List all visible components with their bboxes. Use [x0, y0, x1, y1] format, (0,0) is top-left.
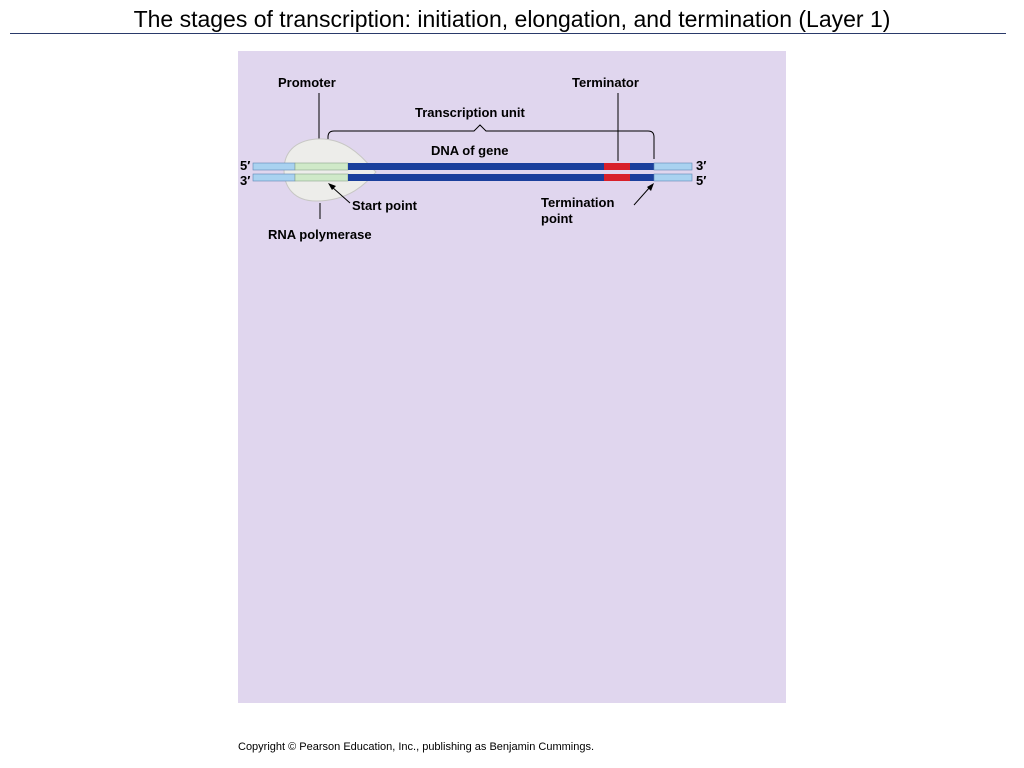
dna-top-strand — [252, 162, 693, 171]
top-promoter-region — [294, 162, 349, 171]
dna-of-gene-label: DNA of gene — [431, 143, 509, 158]
promoter-label: Promoter — [278, 75, 336, 90]
bottom-left-end-label: 3′ — [240, 173, 250, 188]
bottom-promoter-region — [294, 173, 349, 182]
bottom-gene-tail — [630, 174, 654, 181]
top-gene-tail — [630, 163, 654, 170]
rna-polymerase-label: RNA polymerase — [268, 227, 372, 242]
bottom-right-end-label: 5′ — [696, 173, 706, 188]
termination-point-label-line1: Termination — [541, 195, 614, 210]
top-flank-right — [653, 162, 693, 171]
start-point-arrowhead — [328, 183, 336, 190]
slide-title: The stages of transcription: initiation,… — [133, 6, 891, 32]
transcription-unit-label: Transcription unit — [415, 105, 525, 120]
dna-bottom-strand — [252, 173, 693, 182]
top-gene-region — [348, 163, 604, 170]
bottom-flank-right — [653, 173, 693, 182]
termination-point-arrowhead — [647, 183, 654, 191]
termination-point-label-line2: point — [541, 211, 573, 226]
bottom-flank-left — [252, 173, 296, 182]
top-terminator-region — [604, 163, 630, 170]
transcription-diagram: Promoter Terminator Transcription unit D… — [238, 51, 786, 703]
top-right-end-label: 3′ — [696, 158, 706, 173]
termination-point-arrow-line — [633, 186, 651, 206]
top-left-end-label: 5′ — [240, 158, 250, 173]
copyright-notice: Copyright © Pearson Education, Inc., pub… — [238, 741, 595, 753]
bottom-terminator-region — [604, 174, 630, 181]
title-divider — [10, 33, 1006, 34]
transcription-unit-bracket — [327, 124, 655, 159]
start-point-arrow-line — [331, 186, 351, 204]
top-flank-left — [252, 162, 296, 171]
bottom-gene-region — [348, 174, 604, 181]
terminator-label: Terminator — [572, 75, 639, 90]
start-point-label: Start point — [352, 198, 418, 213]
